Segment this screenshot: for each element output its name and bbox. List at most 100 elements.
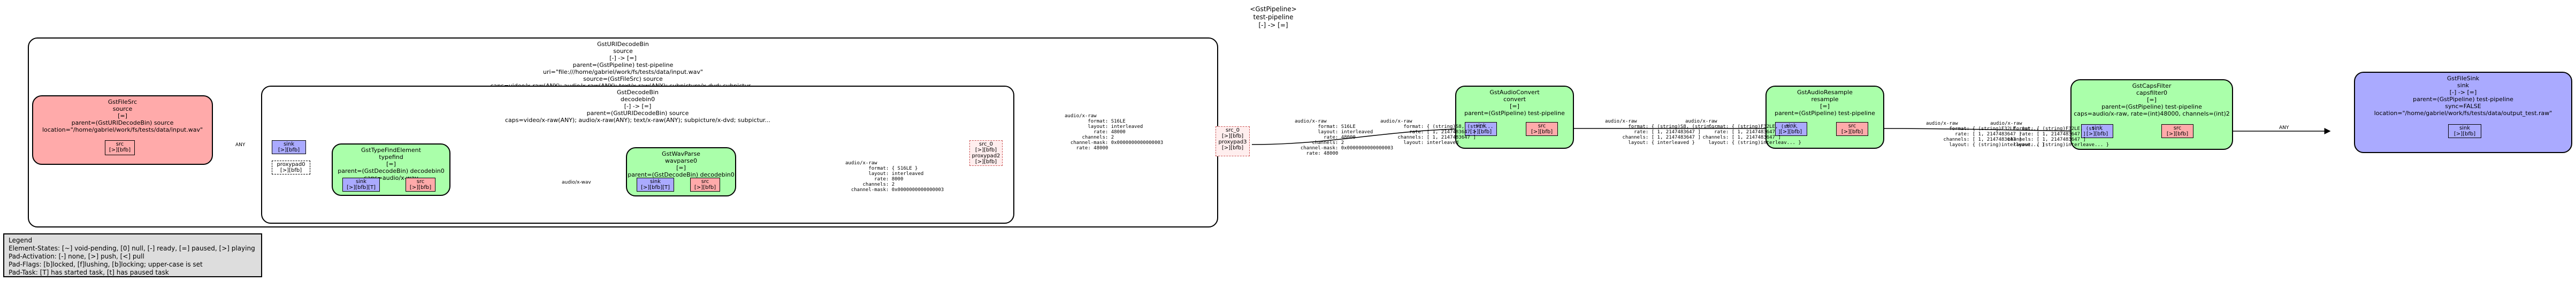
wavparse-type: GstWavParse: [662, 150, 700, 157]
audioconvert-src-pad-name: src: [1538, 123, 1546, 129]
filesrc-parent: parent=(GstURIDecodeBin) source: [71, 119, 174, 126]
audioconvert-state: [=]: [1510, 103, 1519, 110]
pipeline-type: <GstPipeline>: [1250, 5, 1297, 13]
decodebin-caps: caps=video/x-raw(ANY); audio/x-raw(ANY);…: [505, 117, 771, 124]
filesink-sink-pad[interactable]: sink[>][bfb]: [2448, 124, 2481, 138]
decodebin-sink-pad[interactable]: sink[>][bfb]: [272, 140, 306, 154]
uridecodebin-type: GstURIDecodeBin: [597, 41, 649, 48]
audioresample-src-pad-name: src: [1848, 123, 1856, 129]
audioresample-src-pad-flags: [>][bfb]: [1841, 129, 1863, 135]
capsfilter-caps: caps=audio/x-raw, rate=(int)48000, chann…: [2074, 110, 2230, 117]
legend-title: Legend: [9, 237, 33, 244]
uridecodebin-state: [-] -> [=]: [609, 55, 637, 62]
decodebin-proxypad-name: proxypad0: [277, 162, 305, 168]
audioresample-parent: parent=(GstPipeline) test-pipeline: [1775, 110, 1875, 117]
typefind-src-pad[interactable]: src[>][bfb]: [406, 178, 435, 192]
legend-pad-task: Pad-Task: [T] has started task, [t] has …: [9, 269, 169, 276]
filesink-sync: sync=FALSE: [2445, 103, 2481, 110]
uridecodebin-src-pad-flags: [>][bfb]: [1221, 133, 1244, 139]
audioresample-src-pad[interactable]: src[>][bfb]: [1836, 122, 1868, 136]
audioconvert-sink-pad[interactable]: sink[>][bfb]: [1465, 122, 1497, 136]
typefind-sink-pad-name: sink: [355, 179, 367, 185]
pipeline-title: <GstPipeline>test-pipeline[-] -> [=]: [1230, 5, 1316, 29]
audioresample-sink-pad-flags: [>][bfb]: [1780, 129, 1802, 135]
filesink-element[interactable]: GstFileSink sink [-] -> [=] parent=(GstP…: [2354, 72, 2572, 153]
wavparse-sink-pad-flags: [>][bfb][T]: [640, 185, 670, 191]
typefind-parent: parent=(GstDecodeBin) decodebin0: [338, 168, 445, 174]
uridecodebin-src-ghost-pad[interactable]: src_0[>][bfb]proxypad3[>][bfb]: [1216, 126, 1250, 156]
edge-label-typefind-wavparse: audio/x-wav: [562, 180, 591, 185]
filesrc-location: location="/home/gabriel/work/fs/tests/da…: [42, 126, 203, 133]
typefind-sink-pad-flags: [>][bfb][T]: [346, 185, 376, 191]
uridecodebin-proxypad3-flags: [>][bfb]: [1221, 145, 1244, 151]
decodebin-name: decodebin0: [620, 96, 655, 103]
typefind-type: GstTypeFindElement: [361, 147, 421, 154]
legend-pad-flags: Pad-Flags: [b]locked, [f]lushing, [b]loc…: [9, 261, 203, 268]
edge-label-capsfilter-caps: audio/x-raw format: { (string)F32LE, (st…: [1990, 121, 2109, 148]
audioresample-state: [=]: [1820, 103, 1830, 110]
audioconvert-sink-pad-flags: [>][bfb]: [1470, 129, 1492, 135]
audioresample-sink-pad[interactable]: sink[>][bfb]: [1775, 122, 1807, 136]
edge-label-convert-resample-right: audio/x-raw format: { (string)F32LE, (st…: [1685, 119, 1801, 146]
filesrc-src-pad[interactable]: src[>][bfb]: [105, 140, 135, 155]
audioresample-name: resample: [1811, 96, 1839, 103]
wavparse-parent: parent=(GstDecodeBin) decodebin0: [628, 171, 735, 178]
uridecodebin-parent: parent=(GstPipeline) test-pipeline: [572, 62, 674, 69]
typefind-state: [=]: [386, 161, 396, 168]
wavparse-name: wavparse0: [665, 157, 697, 164]
edge-label-resample-capsfilter: audio/x-raw format: { (string)F32LE, (st…: [1926, 121, 2045, 148]
capsfilter-state: [=]: [2147, 96, 2157, 103]
wavparse-sink-pad[interactable]: sink[>][bfb][T]: [637, 178, 674, 192]
audioconvert-element[interactable]: GstAudioConvert convert [=] parent=(GstP…: [1455, 86, 1574, 149]
wavparse-src-pad-flags: [>][bfb]: [694, 185, 716, 191]
capsfilter-src-pad-flags: [>][bfb]: [2166, 131, 2189, 137]
capsfilter-type: GstCapsFilter: [2132, 82, 2172, 89]
typefind-src-pad-flags: [>][bfb]: [409, 185, 432, 191]
wavparse-src-pad-name: src: [701, 179, 709, 185]
legend-pad-activation: Pad-Activation: [-] none, [>] push, [<] …: [9, 253, 144, 260]
decodebin-proxypad2-flags: [>][bfb]: [975, 159, 997, 165]
filesink-location: location="/home/gabriel/work/fs/tests/da…: [2374, 110, 2552, 117]
wavparse-state: [=]: [676, 164, 686, 171]
capsfilter-src-pad[interactable]: src[>][bfb]: [2161, 124, 2193, 138]
audioresample-type: GstAudioResample: [1797, 89, 1853, 96]
decodebin-proxypad2-name: proxypad2: [972, 153, 1000, 159]
edge-label-convert-resample-left: audio/x-raw format: { (string)S8, (strin…: [1605, 119, 1718, 146]
capsfilter-parent: parent=(GstPipeline) test-pipeline: [2101, 103, 2202, 110]
wavparse-src-pad[interactable]: src[>][bfb]: [690, 178, 720, 192]
decodebin-proxypad[interactable]: proxypad0[>][bfb]: [272, 161, 310, 174]
audioconvert-src-pad[interactable]: src[>][bfb]: [1526, 122, 1558, 136]
capsfilter-sink-pad[interactable]: sink[>][bfb]: [2081, 124, 2113, 138]
capsfilter-sink-pad-flags: [>][bfb]: [2086, 131, 2108, 137]
typefind-sink-pad[interactable]: sink[>][bfb][T]: [342, 178, 380, 192]
edge-uridecodebin-convert: [1251, 125, 1486, 145]
audioconvert-name: convert: [1503, 96, 1526, 103]
audioresample-element[interactable]: GstAudioResample resample [=] parent=(Gs…: [1765, 86, 1884, 149]
filesink-sink-pad-flags: [>][bfb]: [2453, 131, 2476, 137]
audioconvert-src-pad-flags: [>][bfb]: [1531, 129, 1553, 135]
uridecodebin-proxypad3-name: proxypad3: [1218, 139, 1247, 145]
edge-label-filesrc-decodebin: ANY: [235, 142, 246, 148]
decodebin-src-pad-name: src_0: [979, 141, 993, 147]
filesrc-state: [=]: [118, 112, 127, 119]
audioconvert-sink-pad-name: sink: [1475, 123, 1487, 129]
edge-label-capsfilter-filesink: ANY: [2279, 125, 2289, 131]
edge-label-uridecodebin-convert-right: audio/x-raw format: { (string)S8, (strin…: [1380, 119, 1494, 146]
decodebin-state: [-] -> [=]: [624, 103, 652, 110]
filesink-sink-pad-name: sink: [2459, 125, 2471, 131]
decodebin-parent: parent=(GstURIDecodeBin) source: [586, 110, 689, 117]
decodebin-src-ghost-pad[interactable]: src_0[>][bfb]proxypad2[>][bfb]: [969, 140, 1003, 166]
filesink-state: [-] -> [=]: [2449, 89, 2477, 96]
capsfilter-sink-pad-name: sink: [2091, 125, 2103, 131]
uridecodebin-source: source=(GstFileSrc) source: [583, 75, 663, 82]
edge-label-wavparse-decodebin-src: audio/x-raw format: { S16LE } layout: in…: [845, 161, 944, 193]
capsfilter-element[interactable]: GstCapsFilter capsfilter0 [=] parent=(Gs…: [2070, 79, 2233, 150]
pipeline-name: test-pipeline: [1253, 13, 1294, 21]
uridecodebin-uri: uri="file:///home/gabriel/work/fs/tests/…: [543, 69, 703, 75]
decodebin-src-pad-flags: [>][bfb]: [975, 147, 997, 153]
typefind-src-pad-name: src: [416, 179, 425, 185]
wavparse-sink-pad-name: sink: [649, 179, 661, 185]
filesink-name: sink: [2457, 82, 2470, 89]
